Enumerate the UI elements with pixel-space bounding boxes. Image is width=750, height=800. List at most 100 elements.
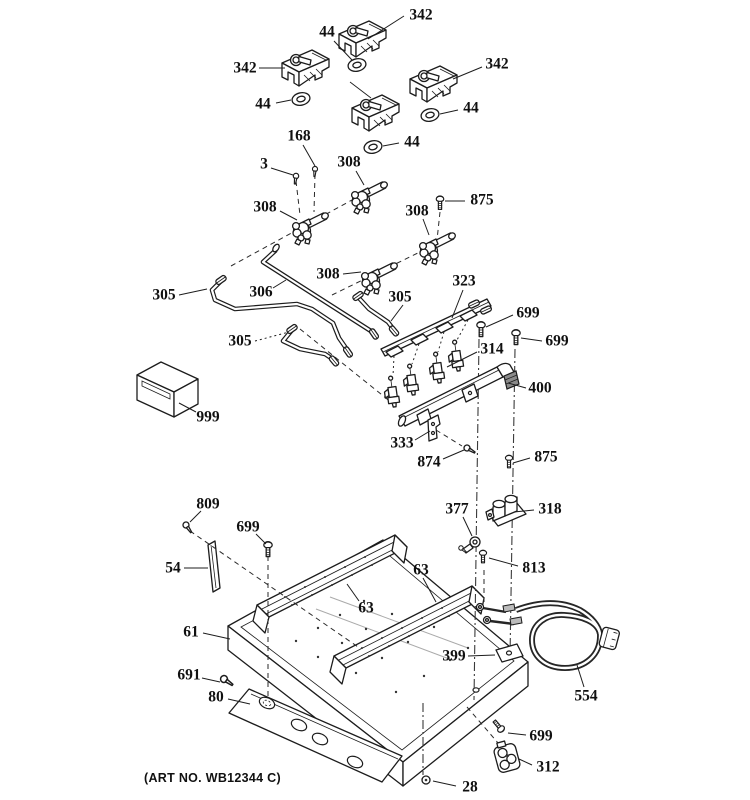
- support-rail-63-right: [329, 585, 485, 685]
- part-label-305-16: 305: [228, 333, 252, 350]
- part-label-813-37: 813: [522, 560, 546, 577]
- leader-line-3-8: [270, 167, 294, 176]
- part-label-308-9: 308: [337, 154, 361, 171]
- burner-clip-342-middle: [351, 94, 400, 132]
- screw-691: [218, 673, 236, 689]
- leader-line-318-28: [513, 509, 535, 513]
- leader-line-306-15: [272, 279, 287, 289]
- part-label-554-39: 554: [574, 688, 598, 705]
- part-label-342-0: 342: [409, 7, 433, 24]
- part-label-80-36: 80: [208, 689, 224, 706]
- part-label-342-2: 342: [233, 60, 257, 77]
- leader-line-308-12: [422, 218, 430, 236]
- gas-valve-308-top: [350, 180, 390, 215]
- washer-44-right: [419, 106, 441, 124]
- leader-line-168-7: [302, 144, 316, 167]
- leader-line-314-21: [446, 351, 478, 368]
- leader-line-28-42: [432, 780, 457, 787]
- gas-tube-306: [260, 243, 381, 341]
- screw-875-upper: [435, 195, 445, 211]
- part-label-699-30: 699: [236, 519, 260, 536]
- washer-44-left: [290, 90, 312, 108]
- leader-line-305-14: [178, 288, 208, 296]
- leader-line-691-35: [201, 677, 221, 683]
- screw-809: [181, 520, 195, 535]
- leader-line-44-6: [382, 142, 400, 147]
- grommet-377: [457, 536, 481, 555]
- leader-line-999-23: [178, 402, 197, 413]
- part-label-323-18: 323: [452, 273, 476, 290]
- bracket-333: [427, 414, 441, 442]
- leader-line-63-33: [422, 577, 437, 603]
- gas-tube-305-left: [209, 273, 355, 359]
- screw-699-manifold-right: [511, 328, 521, 346]
- art-number-text: (ART NO. WB12344 C): [144, 771, 281, 785]
- bottom-plate-80: [228, 688, 403, 783]
- part-label-305-14: 305: [152, 287, 176, 304]
- part-label-399-38: 399: [442, 648, 466, 665]
- valve-bracket-318: [485, 494, 527, 527]
- part-label-308-10: 308: [253, 199, 277, 216]
- gas-tube-305-right: [351, 289, 401, 338]
- leader-line-308-9: [355, 170, 365, 186]
- screw-699-bottom: [490, 717, 507, 735]
- part-label-318-28: 318: [538, 501, 562, 518]
- igniter-cable-554: [475, 600, 620, 671]
- leader-line-342-0: [367, 15, 405, 40]
- part-label-874-25: 874: [417, 454, 441, 471]
- leader-line-342-4: [452, 66, 483, 80]
- orifice-bracket-323: [380, 298, 493, 358]
- part-label-305-17: 305: [388, 289, 412, 306]
- leader-line-333-24: [414, 430, 431, 441]
- part-label-44-3: 44: [255, 96, 271, 113]
- leader-line-874-25: [442, 449, 465, 460]
- leader-line-699-30: [255, 533, 267, 545]
- leader-line-399-38: [467, 654, 496, 657]
- leader-line-312-41: [518, 758, 533, 766]
- part-label-400-22: 400: [528, 380, 552, 397]
- pan-floor-holes: [294, 599, 470, 694]
- part-label-314-21: 314: [480, 341, 504, 358]
- part-label-333-24: 333: [390, 435, 414, 452]
- leader-line-400-22: [507, 382, 527, 389]
- part-label-699-19: 699: [516, 305, 540, 322]
- leader-line-323-18: [451, 289, 464, 319]
- part-label-342-4: 342: [485, 56, 509, 73]
- cable-connector: [598, 626, 620, 651]
- leader-line-44-3: [275, 99, 292, 104]
- part-label-308-13: 308: [316, 266, 340, 283]
- part-label-306-15: 306: [249, 284, 273, 301]
- leader-line-308-10: [279, 210, 298, 221]
- leader-line-305-17: [390, 304, 404, 322]
- part-label-54-31: 54: [165, 560, 181, 577]
- leader-line-80-36: [227, 698, 251, 705]
- bracket-strip-54: [207, 540, 221, 593]
- leader-line-699-40: [507, 732, 527, 736]
- spark-igniter-312: [493, 740, 521, 773]
- leader-line-44-5: [439, 109, 459, 115]
- part-label-44-6: 44: [404, 134, 420, 151]
- burner-clip-342-right: [409, 65, 458, 103]
- washer-44-top: [346, 56, 368, 74]
- leader-line-63-32: [346, 583, 360, 602]
- part-label-63-33: 63: [413, 562, 429, 579]
- gas-valve-308-right: [418, 231, 458, 266]
- cap-28: [421, 775, 431, 785]
- screw-874: [462, 443, 477, 456]
- leader-line-308-13: [342, 271, 362, 275]
- part-label-63-32: 63: [358, 600, 374, 617]
- leader-line-699-19: [485, 314, 514, 328]
- part-label-44-5: 44: [463, 100, 479, 117]
- spacer-plate-399: [495, 643, 524, 663]
- part-label-875-26: 875: [534, 449, 558, 466]
- screw-875-lower: [504, 454, 514, 469]
- leader-line-699-20: [520, 337, 543, 342]
- screw-3: [291, 172, 300, 185]
- screw-168: [311, 165, 319, 178]
- part-label-999-23: 999: [196, 409, 220, 426]
- leader-line-44-1: [333, 40, 353, 61]
- part-label-875-11: 875: [470, 192, 494, 209]
